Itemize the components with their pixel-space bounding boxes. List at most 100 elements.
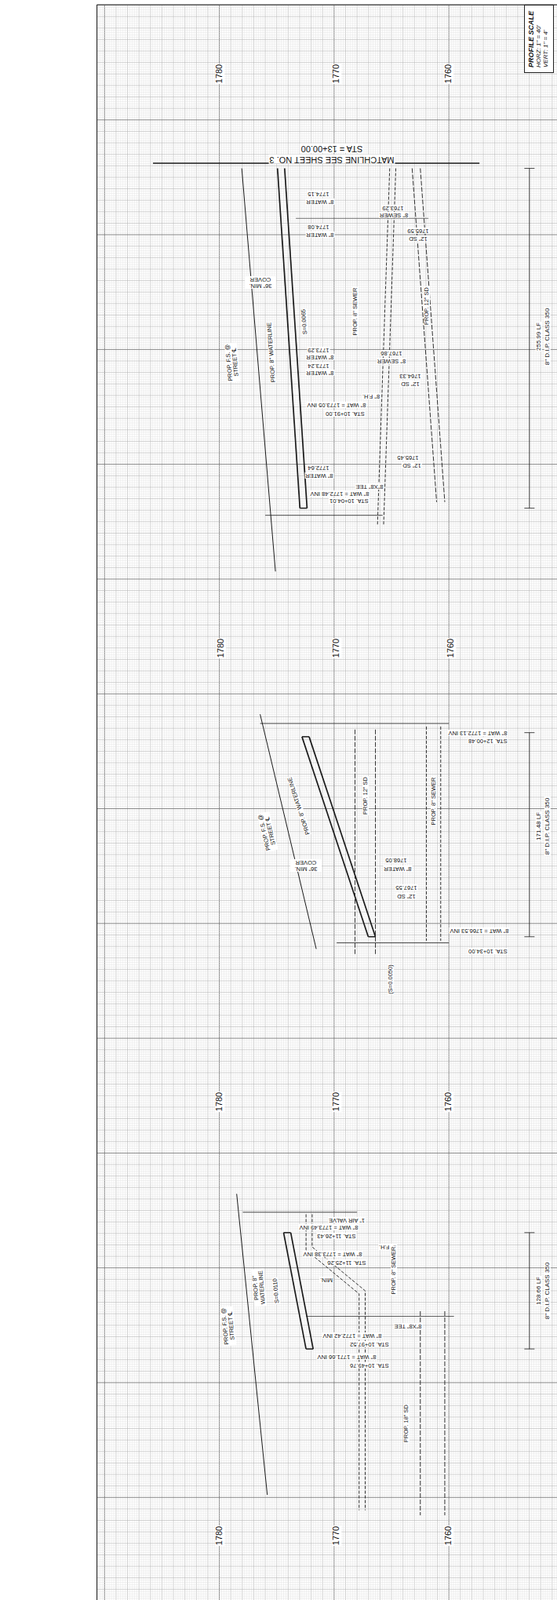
grid-line (97, 535, 557, 536)
grid-line (97, 1407, 557, 1409)
grid-line (97, 1593, 557, 1595)
grid-line (97, 523, 557, 525)
grid-line (97, 654, 557, 656)
grid-line (97, 1313, 557, 1315)
grid-line (97, 305, 557, 306)
grid-line (97, 243, 557, 244)
grid-line (97, 9, 557, 11)
grid-line (97, 312, 557, 314)
grid-line (97, 713, 557, 715)
grid-line (97, 1040, 557, 1042)
grid-line (97, 1519, 557, 1521)
elevation-label: 1770 (331, 1525, 342, 1546)
utility-label: 8" WATER (305, 353, 335, 361)
grid-line (97, 1073, 557, 1075)
grid-line (97, 939, 557, 940)
grid-line (97, 1574, 557, 1576)
grid-line (97, 1088, 557, 1089)
grid-line (97, 1556, 557, 1558)
grid-line (97, 470, 557, 472)
grid-line (97, 1288, 557, 1289)
grid-line (97, 1019, 557, 1020)
grid-line (97, 1124, 557, 1126)
grid-line (97, 1427, 557, 1429)
grid-line (97, 840, 557, 841)
grid-line (97, 1590, 557, 1592)
grid-line (97, 851, 557, 853)
grid-line (97, 1529, 557, 1530)
grid-line (97, 294, 557, 295)
grid-line (97, 619, 557, 621)
grid-line (97, 422, 557, 424)
grid-line (97, 913, 557, 915)
grid-line (97, 716, 557, 718)
grade-label: PROP. F.S. @ STREET ℄ (256, 811, 278, 852)
grid-line (97, 1113, 557, 1114)
grid-line (97, 1467, 557, 1468)
grid-line (97, 1544, 557, 1546)
grid-line (97, 1445, 557, 1447)
dimension-tick (524, 507, 535, 509)
dimension-line (528, 1232, 530, 1349)
grid-line (97, 539, 557, 541)
grid-line (97, 388, 557, 390)
grid-line (97, 1448, 557, 1449)
station-callout: STA. 12+00.48 (467, 737, 509, 744)
utility-label: 12" SD (396, 892, 417, 900)
grid-line (97, 553, 557, 554)
grid-line (97, 450, 557, 452)
grid-line (97, 54, 557, 56)
grid-line (97, 1432, 557, 1434)
sewer-pipe (440, 726, 441, 941)
pipe-end (305, 1347, 314, 1350)
grid-line (97, 126, 557, 128)
grid-line (97, 1026, 557, 1027)
grid-line (97, 1480, 557, 1482)
grid-line (97, 1413, 557, 1415)
grid-line (97, 1345, 557, 1347)
grid-line (97, 1165, 557, 1167)
elevation-callout: 1764.33 (398, 372, 422, 379)
grid-line (97, 798, 557, 800)
grid-line (97, 1127, 557, 1129)
grid-line (97, 1182, 557, 1184)
grid-line (97, 1521, 557, 1523)
grid-line (97, 1239, 557, 1241)
grid-line (97, 1200, 557, 1202)
grid-line (97, 101, 557, 102)
station-callout: STA. 10+34.00 (467, 947, 509, 954)
grid-line (97, 1159, 557, 1161)
waterline-pipe (309, 736, 376, 937)
grid-line (97, 1097, 557, 1099)
grid-line (97, 1475, 557, 1477)
grid-line (97, 1023, 557, 1025)
utility-label: 8" WATER (305, 369, 335, 376)
grid-line (97, 1067, 557, 1069)
grid-line (97, 1563, 557, 1565)
grid-line (97, 1244, 557, 1246)
grid-line (97, 1569, 557, 1571)
grid-line (97, 753, 557, 754)
grid-line (97, 116, 557, 118)
grid-line (97, 27, 557, 29)
grid-line (97, 1482, 557, 1484)
grid-line (97, 284, 557, 286)
pipe-end (299, 507, 307, 510)
sewer-pipe (383, 168, 397, 526)
grid-line (97, 1041, 557, 1043)
grid-line (97, 612, 557, 614)
grid-line (97, 1216, 557, 1218)
grid-line (97, 594, 557, 596)
grid-line (97, 860, 557, 862)
grid-line (97, 527, 557, 529)
grid-line (97, 1005, 557, 1007)
grid-line (97, 247, 557, 249)
pipe-label: PROP. 8" WATERLINE (286, 775, 312, 837)
grid-line (97, 1310, 557, 1312)
dimension-tick (524, 167, 535, 169)
elevation-callout: 1773.24 (306, 362, 330, 369)
grid-line (97, 433, 557, 435)
utility-label: 12" SD (402, 462, 423, 469)
elevation-label: 1770 (331, 1091, 342, 1112)
grid-line (97, 617, 557, 619)
